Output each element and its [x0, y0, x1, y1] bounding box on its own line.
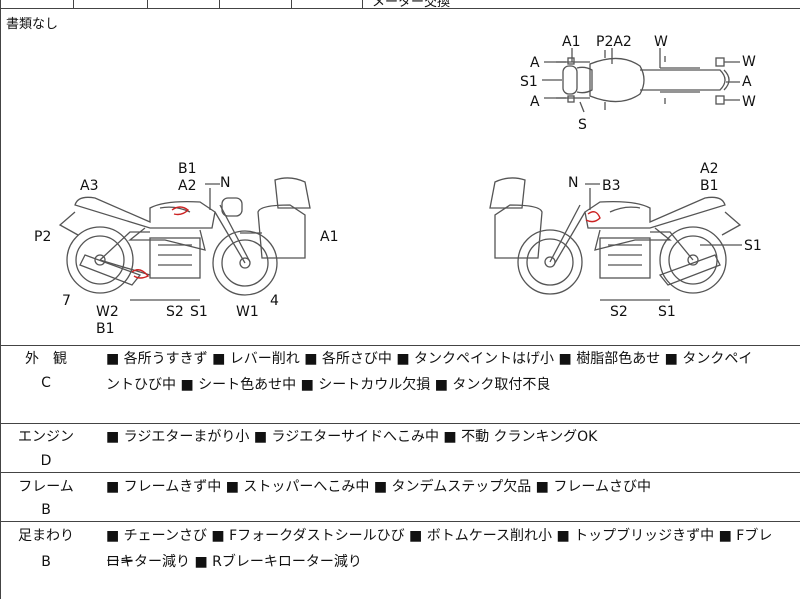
- grade-engine: D: [40, 453, 52, 469]
- label-s1-right: S1: [744, 238, 762, 254]
- remarks-engine-line1: ■ ラジエターまがり小 ■ ラジエターサイドへこみ中 ■ 不動 クランキングOK: [106, 429, 598, 445]
- label-w-top: W: [654, 34, 668, 50]
- right-tank-mark: [585, 211, 601, 223]
- top-table-row: [0, 0, 800, 8]
- label-s1: S1: [190, 304, 208, 320]
- top-cell: [148, 0, 220, 8]
- label-b1-right: B1: [700, 178, 719, 194]
- divider: [0, 345, 800, 346]
- divider: [0, 423, 800, 424]
- top-cell: [292, 0, 363, 8]
- label-a3: A3: [80, 178, 98, 194]
- label-w1: W1: [236, 304, 259, 320]
- label-b1-bottom: B1: [96, 321, 115, 337]
- label-a-right: A: [742, 74, 752, 90]
- top-cell: [74, 0, 148, 8]
- label-b3: B3: [602, 178, 621, 194]
- label-s1-bottom-right: S1: [658, 304, 676, 320]
- label-w-right1: W: [742, 54, 756, 70]
- section-label-frame: フレーム: [18, 479, 74, 495]
- remarks-suspension-line1: ■ チェーンさび ■ Fフォークダストシールひび ■ ボトムケース削れ小 ■ ト…: [106, 528, 773, 570]
- top-cell: [220, 0, 292, 8]
- section-label-exterior: 外 観: [25, 351, 67, 367]
- label-s2: S2: [166, 304, 184, 320]
- divider: [0, 521, 800, 522]
- damage-marks: [131, 206, 601, 279]
- label-w2: W2: [96, 304, 119, 320]
- grade-exterior: C: [41, 375, 51, 391]
- remarks-exterior-line2: ントひび中 ■ シート色あせ中 ■ シートカウル欠損 ■ タンク取付不良: [106, 377, 551, 393]
- label-7: 7: [62, 293, 71, 309]
- label-b1: B1: [178, 161, 197, 177]
- label-a2-right: A2: [700, 161, 718, 177]
- section-label-suspension: 足まわり: [18, 528, 74, 544]
- label-p2: P2: [34, 229, 51, 245]
- remarks-suspension-line2: ローター減り ■ Rブレーキローター減り: [106, 554, 362, 570]
- left-tank-mark: [171, 206, 190, 216]
- top-cell: [0, 0, 74, 8]
- section-label-engine: エンジン: [18, 429, 74, 445]
- left-view-motorcycle: [58, 177, 311, 301]
- label-s2-right: S2: [610, 304, 628, 320]
- grade-suspension: B: [41, 554, 51, 570]
- top-view-motorcycle: [542, 48, 740, 113]
- label-w-right2: W: [742, 94, 756, 110]
- damage-diagram: A1 P2A2 W A S1 A S W A W A3 B1 A2 N P2 A…: [34, 34, 762, 337]
- label-s-bottom: S: [578, 117, 587, 133]
- label-n: N: [220, 175, 230, 191]
- label-n-right: N: [568, 175, 578, 191]
- label-p2a2-top: P2A2: [596, 34, 632, 50]
- top-clipped-text: メーター交換: [372, 0, 451, 10]
- remarks-exterior-line1: ■ 各所うすきず ■ レバー削れ ■ 各所さび中 ■ タンクペイントはげ小 ■ …: [106, 351, 753, 367]
- grade-frame: B: [41, 502, 51, 518]
- label-a2: A2: [178, 178, 196, 194]
- divider: [0, 472, 800, 473]
- label-a1-top: A1: [562, 34, 580, 50]
- label-s1-left: S1: [520, 74, 538, 90]
- remarks-frame-line1: ■ フレームきず中 ■ ストッパーへこみ中 ■ タンデムステップ欠品 ■ フレー…: [106, 479, 651, 495]
- label-a1: A1: [320, 229, 338, 245]
- label-a-left1: A: [530, 55, 540, 71]
- documents-status: 書類なし: [6, 17, 59, 32]
- label-4: 4: [270, 293, 279, 309]
- right-view-motorcycle: [489, 177, 742, 301]
- label-a-left2: A: [530, 94, 540, 110]
- left-exhaust-mark: [131, 269, 150, 279]
- divider: [0, 8, 800, 9]
